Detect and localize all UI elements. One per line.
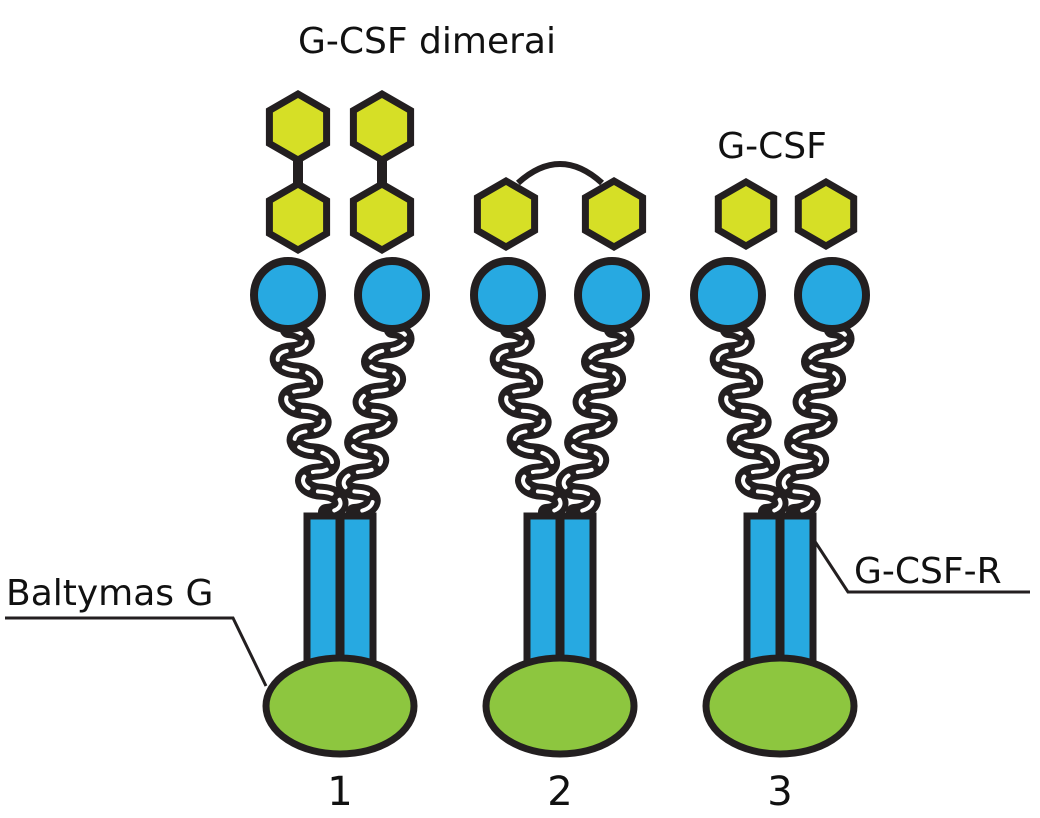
receptor-label: G-CSF-R — [854, 551, 1002, 592]
receptor-domain-right — [574, 257, 650, 333]
g-protein-ellipse — [702, 654, 858, 758]
coil-outline — [775, 322, 855, 520]
ligand-hexagon — [265, 179, 331, 255]
coil-outline — [489, 322, 569, 520]
receptor-domain-left — [690, 257, 766, 333]
transmembrane-domain-left — [303, 512, 343, 666]
ligand-hexagon — [349, 89, 415, 165]
ligand-bridge — [515, 161, 605, 186]
coil-highlight — [275, 328, 343, 514]
ligand-hexagon — [794, 177, 858, 251]
ligand-hexagon — [714, 177, 778, 251]
receptor-complex-2: 2 — [470, 161, 650, 815]
coil-linker — [555, 322, 635, 520]
ligand-hexagon — [473, 176, 539, 252]
receptor-domain-left — [250, 257, 326, 333]
receptor-domain-left — [470, 257, 546, 333]
transmembrane-domain-left — [523, 512, 563, 666]
g-protein-ellipse — [482, 654, 638, 758]
transmembrane-domain-right — [557, 512, 597, 666]
receptor-domain-right — [354, 257, 430, 333]
coil-outline — [555, 322, 635, 520]
g-protein-leader-line — [5, 616, 268, 687]
transmembrane-domain-right — [337, 512, 377, 666]
g-protein-ellipse — [262, 654, 418, 758]
complex-number-label: 3 — [767, 769, 792, 815]
coil-linker — [489, 322, 569, 520]
coil-outline — [269, 322, 349, 520]
coil-linker — [269, 322, 349, 520]
complex-number-label: 2 — [547, 769, 572, 815]
receptor-complex-1: 1 — [250, 89, 430, 815]
title-label: G-CSF dimerai — [298, 21, 556, 62]
ligand-hexagon — [265, 89, 331, 165]
receptor-domain-right — [794, 257, 870, 333]
g-csf-monomer-label: G-CSF — [717, 126, 827, 167]
receptor-complex-3: 3 — [690, 177, 870, 815]
transmembrane-domain-right — [777, 512, 817, 666]
coil-outline — [335, 322, 415, 520]
transmembrane-domain-left — [743, 512, 783, 666]
coil-highlight — [561, 328, 629, 514]
coil-highlight — [715, 328, 783, 514]
coil-linker — [709, 322, 789, 520]
coil-highlight — [341, 328, 409, 514]
g-protein-label: Baltymas G — [6, 573, 213, 614]
ligand-hexagon — [581, 176, 647, 252]
coil-linker — [775, 322, 855, 520]
coil-outline — [709, 322, 789, 520]
coil-highlight — [495, 328, 563, 514]
coil-linker — [335, 322, 415, 520]
ligand-hexagon — [349, 179, 415, 255]
complex-number-label: 1 — [327, 769, 352, 815]
receptor-leader-line — [812, 539, 1030, 594]
coil-highlight — [781, 328, 849, 514]
